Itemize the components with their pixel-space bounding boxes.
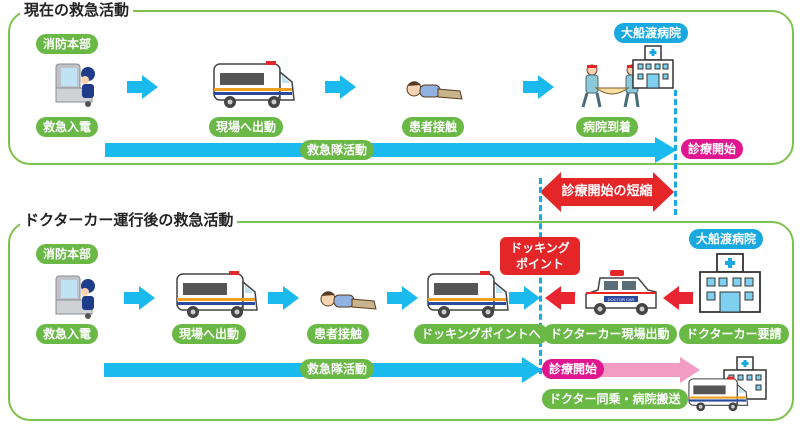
patient-icon	[398, 75, 468, 105]
treatment-shortening-label: 診療開始の短縮	[560, 178, 654, 206]
patient-icon	[312, 285, 382, 315]
step-arrow-left-icon	[663, 286, 693, 310]
stretcher-icon	[578, 62, 648, 112]
hospital-building-icon	[631, 44, 675, 90]
docking-point-badge: ドッキング ポイント	[500, 237, 580, 275]
hospital-label: 大船渡病院	[614, 23, 689, 43]
ems-activity-bar	[105, 137, 677, 163]
hospital-label: 大船渡病院	[689, 229, 764, 249]
dispatch-center-label: 消防本部	[36, 34, 99, 54]
ambulance-icon	[210, 58, 300, 110]
treatment-shortening-arrow: 診療開始の短縮	[540, 172, 674, 212]
ems-activity-label: 救急隊活動	[300, 140, 375, 160]
step-arrow-icon	[127, 75, 158, 99]
docking-point-line2: ポイント	[515, 257, 564, 271]
step-label: 患者接触	[402, 117, 465, 137]
step-arrow-icon	[509, 286, 540, 310]
dispatcher-icon	[52, 272, 102, 322]
docking-point-guide-line	[539, 178, 542, 374]
doctor-car-decal: DOCTOR CAR	[608, 297, 635, 302]
doctor-car-activity-panel	[8, 221, 794, 421]
step-arrow-icon	[124, 286, 155, 310]
treatment-start-badge: 診療開始	[542, 359, 605, 379]
step-label: 病院到着	[576, 117, 639, 137]
transport-arrow	[600, 357, 700, 383]
step-label: ドクターカー要請	[679, 324, 789, 344]
ems-activity-label: 救急隊活動	[300, 359, 375, 379]
step-arrow-icon	[325, 75, 356, 99]
current-activity-title: 現在の救急活動	[20, 1, 134, 19]
ambulance-icon	[424, 268, 514, 320]
step-label: ドクターカー現場出動	[543, 324, 677, 344]
step-label: 現場へ出動	[209, 117, 284, 137]
step-arrow-icon	[387, 286, 418, 310]
treatment-start-badge: 診療開始	[681, 139, 744, 159]
doctor-car-activity-title: ドクターカー運行後の救急活動	[20, 211, 238, 229]
doctor-car-icon: DOCTOR CAR	[582, 268, 660, 318]
step-label: 現場へ出動	[172, 324, 247, 344]
step-arrow-icon	[268, 286, 299, 310]
step-arrow-icon	[523, 75, 554, 99]
dispatch-center-label: 消防本部	[36, 244, 99, 264]
hospital-building-icon	[697, 252, 763, 314]
ambulance-icon	[173, 268, 263, 320]
current-activity-panel	[8, 10, 794, 165]
step-label: 救急入電	[36, 117, 99, 137]
docking-point-line1: ドッキング	[510, 241, 570, 255]
step-arrow-left-icon	[545, 286, 575, 310]
step-label: 救急入電	[36, 324, 99, 344]
step-label: ドッキングポイントへ	[414, 324, 548, 344]
step-label: 患者接触	[307, 324, 370, 344]
transport-label: ドクター同乗・病院搬送	[542, 389, 688, 409]
ambulance-icon	[686, 374, 752, 416]
hospital-arrival-guide-line	[674, 90, 677, 215]
dispatcher-icon	[52, 60, 102, 110]
